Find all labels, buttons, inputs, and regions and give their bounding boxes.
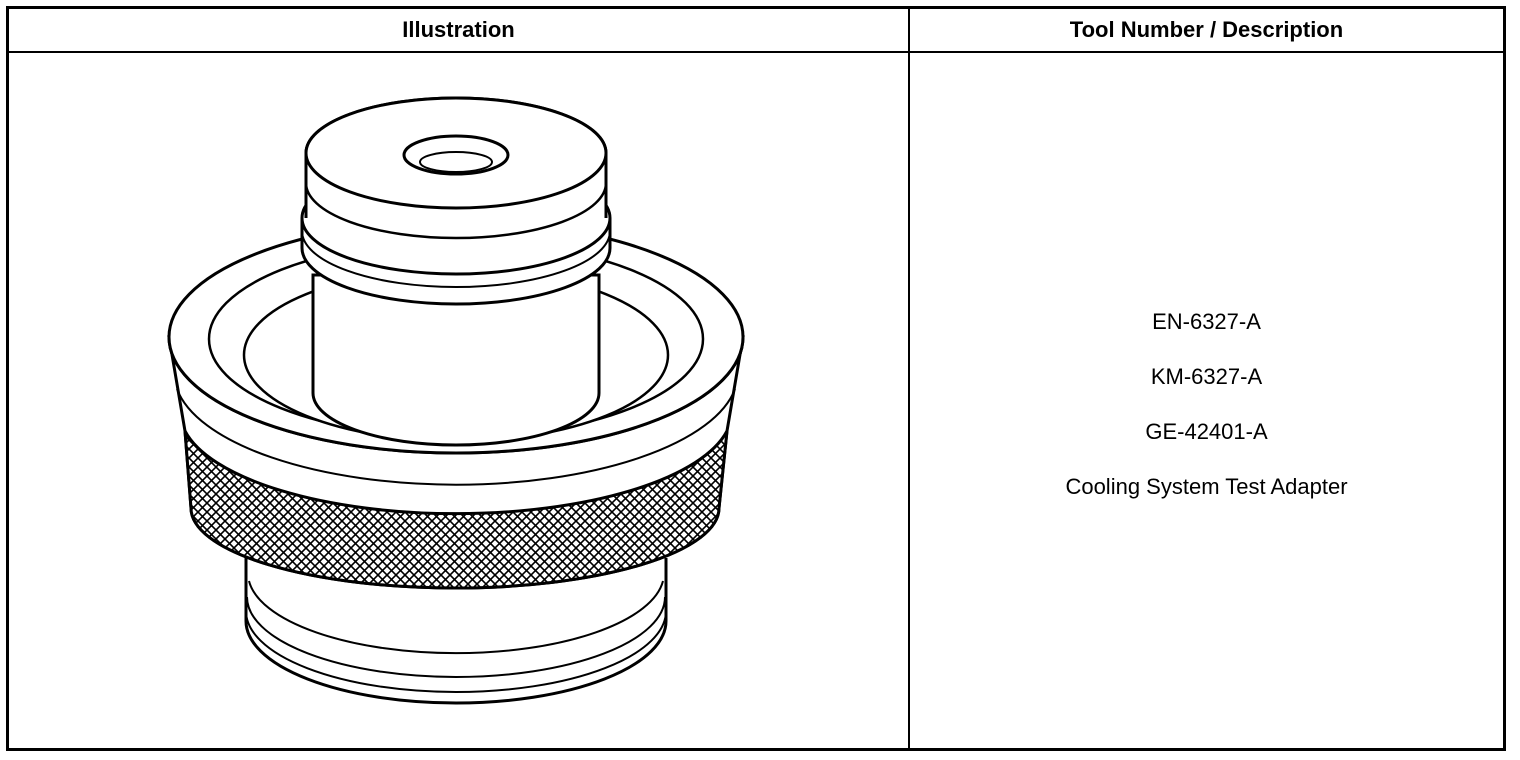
header-tool-description: Tool Number / Description — [1069, 17, 1344, 42]
tool-description: Cooling System Test Adapter — [1065, 474, 1348, 499]
column-divider — [908, 9, 910, 748]
part-number-ge: GE-42401-A — [1145, 419, 1268, 444]
part-number-km: KM-6327-A — [1150, 364, 1263, 389]
description-cell: EN-6327-A KM-6327-A GE-42401-A Cooling S… — [910, 53, 1503, 748]
cooling-system-test-adapter-illustration — [167, 96, 745, 705]
part-number-en: EN-6327-A — [1152, 309, 1261, 334]
illustration-cell — [9, 53, 908, 748]
tool-table: Illustration Tool Number / Description — [6, 6, 1506, 751]
header-divider — [9, 51, 1503, 53]
header-illustration: Illustration — [402, 17, 515, 42]
